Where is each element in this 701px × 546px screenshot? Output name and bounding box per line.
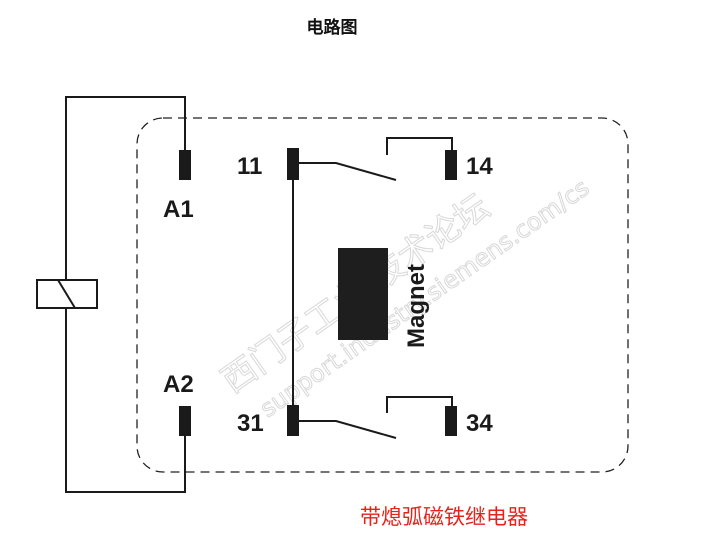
terminal-11 (287, 148, 299, 180)
label-a1: A1 (163, 196, 194, 223)
label-a2: A2 (163, 371, 194, 398)
diagram-caption: 带熄弧磁铁继电器 (360, 505, 528, 529)
label-34: 34 (466, 410, 493, 437)
terminal-a1 (179, 150, 191, 180)
terminal-34 (445, 406, 457, 436)
diagram-title: 电路图 (307, 17, 358, 38)
contacts (292, 137, 453, 439)
label-31: 31 (237, 410, 264, 437)
terminal-a2 (179, 406, 191, 436)
terminal-31 (287, 405, 299, 436)
magnet-label: Magnet (403, 264, 430, 348)
relay-enclosure (136, 117, 629, 473)
terminal-14 (445, 150, 457, 180)
label-11: 11 (237, 153, 262, 180)
coil-circuit (36, 96, 186, 493)
label-14: 14 (466, 153, 493, 180)
magnet-block (338, 248, 388, 340)
